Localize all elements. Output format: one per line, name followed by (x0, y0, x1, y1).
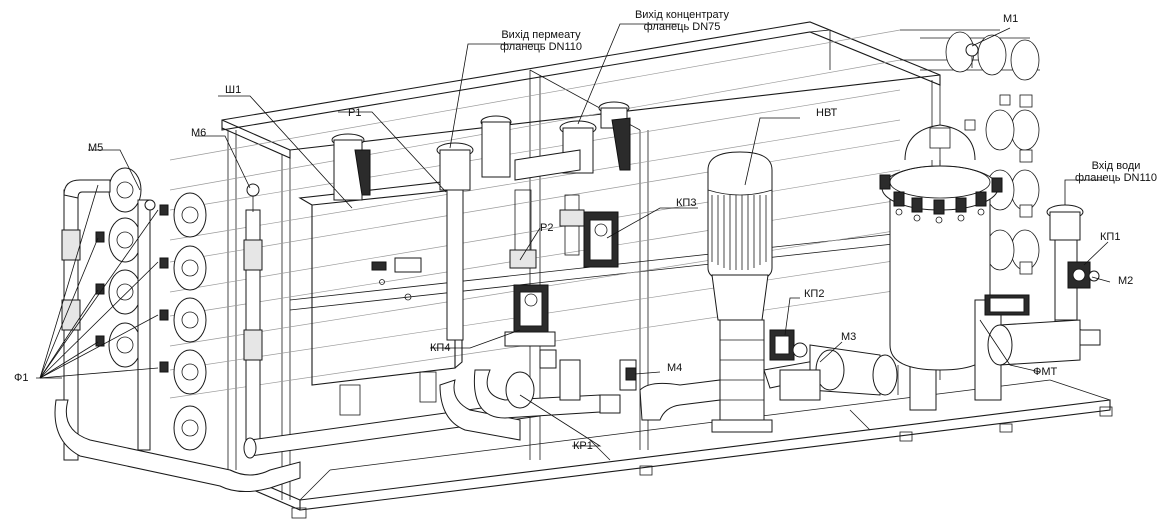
water-inlet (987, 204, 1101, 366)
concentrate-outlet (480, 101, 631, 181)
label-kp2: КП2 (804, 288, 825, 300)
water-inlet-label-line2: фланець DN110 (1074, 172, 1158, 184)
upper-frame (221, 21, 941, 500)
label-fmt: ФМТ (1033, 366, 1058, 378)
pressure-gauge-m6 (246, 183, 260, 212)
label-nvt: НВТ (816, 107, 838, 119)
pressure-gauge-m2 (1088, 270, 1100, 282)
permeate-outlet-label: Вихід пермеату фланець DN110 (486, 29, 596, 53)
label-m5: М5 (88, 142, 104, 154)
label-sh1: Ш1 (225, 84, 242, 96)
valve-kp1 (1067, 261, 1091, 289)
solenoid-valve-kp3 (583, 211, 619, 268)
label-m2: М2 (1118, 275, 1134, 287)
leader-lines (36, 23, 1111, 447)
label-r2: Р2 (540, 222, 554, 234)
water-inlet-label: Вхід води фланець DN110 (1066, 160, 1166, 184)
label-m6: М6 (191, 127, 207, 139)
concentrate-outlet-label-line2: фланець DN75 (643, 21, 721, 33)
solenoid-valve-kp4 (504, 284, 556, 347)
membrane-housings-front (54, 167, 541, 492)
label-m4: М4 (667, 362, 683, 374)
concentrate-outlet-label: Вихід концентрату фланець DN75 (620, 9, 744, 33)
pressure-gauge-m4 (625, 367, 637, 381)
pressure-gauge-m1 (965, 43, 979, 68)
label-r1: Р1 (348, 107, 362, 119)
label-f1: Ф1 (14, 372, 29, 384)
label-kp1: КП1 (1100, 231, 1121, 243)
label-kp3: КП3 (676, 197, 697, 209)
permeate-outlet-label-line1: Вихід пермеату (501, 29, 581, 41)
solenoid-valve-inlet (984, 294, 1030, 316)
label-kp4: КП4 (430, 342, 451, 354)
concentrate-outlet-label-line1: Вихід концентрату (634, 9, 730, 21)
valve-kp2 (769, 329, 808, 361)
membrane-housings-back (169, 29, 1040, 399)
permeate-outlet (331, 133, 474, 341)
label-m1: М1 (1003, 13, 1019, 25)
label-m3: М3 (841, 331, 857, 343)
permeate-outlet-label-line2: фланець DN110 (499, 41, 583, 53)
label-kr1: КР1 (573, 440, 593, 452)
mechanical-filter (879, 124, 1003, 401)
rotameters (509, 189, 585, 269)
water-inlet-label-line1: Вхід води (1091, 160, 1141, 172)
pressure-gauge-m5 (144, 199, 156, 220)
